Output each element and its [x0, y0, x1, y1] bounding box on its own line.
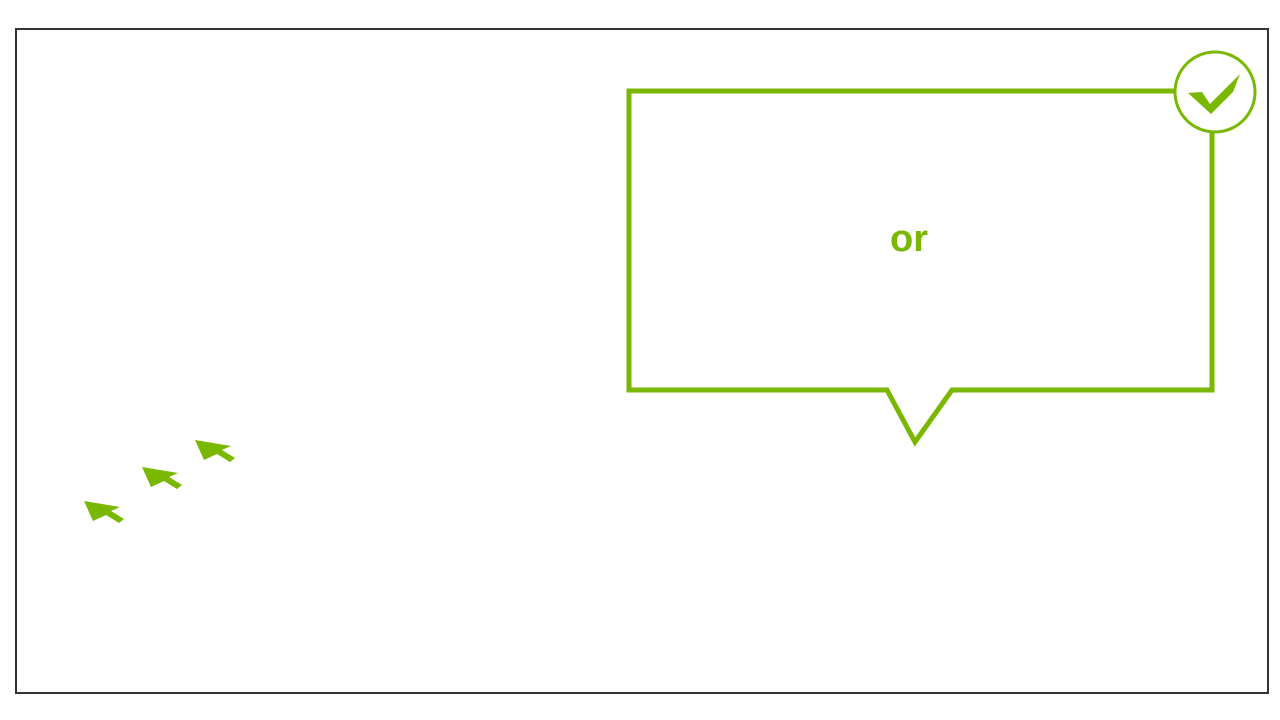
arrow-pointer-icon — [195, 440, 235, 462]
arrow-pointer-icon — [84, 501, 124, 523]
bubble-text: or — [890, 218, 928, 260]
speech-bubble — [626, 88, 1215, 447]
arrow-pointer-icon — [142, 467, 182, 489]
check-circle-icon — [1173, 50, 1257, 134]
slide-frame — [15, 28, 1269, 694]
